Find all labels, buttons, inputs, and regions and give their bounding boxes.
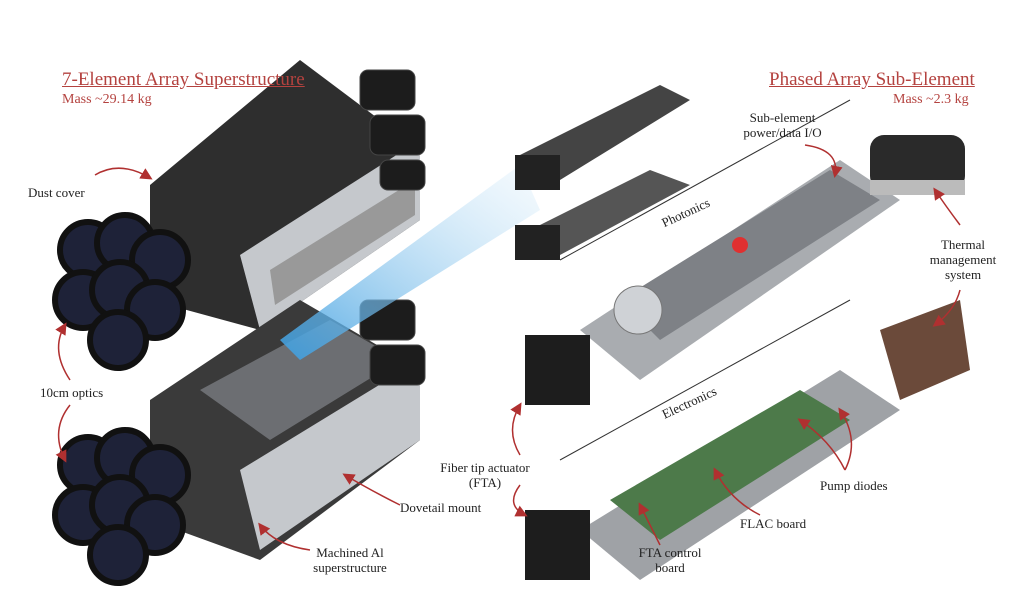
label-dust-cover: Dust cover xyxy=(28,185,85,200)
label-pump-diodes: Pump diodes xyxy=(820,478,888,493)
left-mass: Mass ~29.14 kg xyxy=(62,92,152,107)
brackets xyxy=(559,99,851,461)
sub-element-electronics xyxy=(525,300,970,580)
label-dovetail: Dovetail mount xyxy=(400,500,482,515)
label-thermal: Thermal management system xyxy=(929,237,997,282)
sub-element-photonics xyxy=(525,135,965,405)
small-sub-elements xyxy=(515,85,690,260)
array-superstructure-covered xyxy=(52,60,426,371)
insertion-beam xyxy=(280,165,540,360)
label-optics: 10cm optics xyxy=(40,385,104,400)
annotation-arrows xyxy=(55,144,961,551)
right-mass: Mass ~2.3 kg xyxy=(893,92,969,107)
left-title: 7-Element Array Superstructure xyxy=(62,69,305,90)
label-machined-al: Machined Al superstructure xyxy=(313,545,387,575)
label-power-io: Sub-element power/data I/O xyxy=(743,110,822,140)
array-superstructure-open xyxy=(52,299,426,586)
label-flac-board: FLAC board xyxy=(740,516,807,531)
label-fta-board: FTA control board xyxy=(638,545,702,575)
right-title: Phased Array Sub-Element xyxy=(769,69,975,90)
label-fta: Fiber tip actuator (FTA) xyxy=(440,460,530,490)
